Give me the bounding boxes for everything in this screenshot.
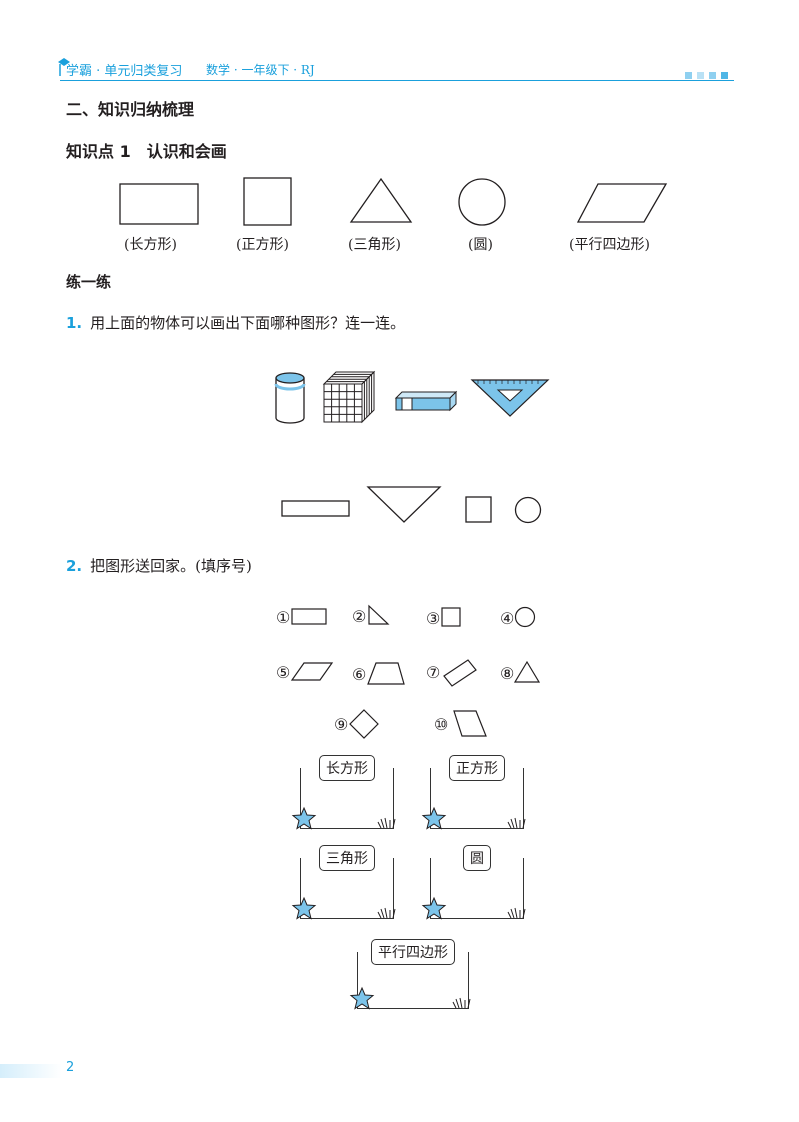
tilted-rectangle-icon bbox=[443, 659, 478, 687]
shape-option-10: ⑩ bbox=[434, 708, 490, 740]
right-triangle-icon bbox=[368, 604, 390, 625]
home-circle: 圆 bbox=[430, 845, 524, 919]
option-number: ⑤ bbox=[276, 662, 291, 682]
home-label: 三角形 bbox=[319, 845, 375, 871]
option-number: ② bbox=[352, 606, 367, 626]
square-icon bbox=[465, 496, 492, 523]
section-title: 二、知识归纳梳理 bbox=[66, 100, 195, 119]
diamond-icon bbox=[349, 709, 380, 739]
practice-title: 练一练 bbox=[66, 273, 112, 291]
square-icon bbox=[441, 607, 461, 627]
parallelogram-icon bbox=[453, 710, 488, 737]
header-decoration bbox=[709, 72, 716, 79]
shape-option-6: ⑥ bbox=[352, 660, 408, 688]
home-parallelogram: 平行四边形 bbox=[357, 939, 469, 1009]
home-label: 长方形 bbox=[319, 755, 375, 781]
trapezoid-icon bbox=[367, 662, 406, 685]
page-number: 2 bbox=[66, 1060, 75, 1075]
page-number-bar bbox=[0, 1064, 62, 1078]
knowledge-point-title: 知识点 1 认识和会画 bbox=[66, 142, 227, 161]
option-number: ⑦ bbox=[426, 662, 441, 682]
option-number: ① bbox=[276, 607, 291, 627]
rectangle-icon bbox=[281, 500, 350, 517]
circle-icon bbox=[515, 606, 536, 628]
option-number: ⑥ bbox=[352, 664, 367, 684]
shape-option-8: ⑧ bbox=[500, 660, 542, 686]
circle-icon bbox=[514, 496, 542, 524]
shape-option-7: ⑦ bbox=[426, 656, 480, 688]
parallelogram-icon bbox=[576, 183, 668, 223]
set-square-icon bbox=[470, 379, 550, 417]
home-label: 正方形 bbox=[449, 755, 505, 781]
home-label: 圆 bbox=[463, 845, 491, 871]
question-2: 2. 把图形送回家。(填序号) bbox=[66, 555, 252, 576]
rectangle-icon bbox=[291, 608, 327, 625]
header-decoration bbox=[685, 72, 692, 79]
question-1: 1. 用上面的物体可以画出下面哪种图形？连一连。 bbox=[66, 312, 405, 333]
option-number: ⑩ bbox=[434, 714, 449, 734]
shape-option-9: ⑨ bbox=[334, 708, 380, 740]
shape-option-2: ② bbox=[352, 604, 392, 628]
triangle-icon bbox=[514, 660, 541, 683]
header-decoration bbox=[721, 72, 728, 79]
option-number: ⑧ bbox=[500, 663, 515, 683]
home-rectangle: 长方形 bbox=[300, 755, 394, 829]
triangle-icon bbox=[349, 177, 413, 223]
shape-label: (平行四边形) bbox=[569, 237, 650, 253]
rectangle-icon bbox=[119, 183, 199, 225]
parallelogram-icon bbox=[291, 662, 334, 681]
option-number: ⑨ bbox=[334, 714, 349, 734]
shape-label: (圆) bbox=[468, 237, 493, 253]
question-text: 把图形送回家。(填序号) bbox=[90, 557, 252, 575]
question-number: 2. bbox=[66, 557, 83, 575]
cube-icon bbox=[322, 370, 376, 424]
mortarboard-icon bbox=[58, 58, 70, 76]
eraser-icon bbox=[394, 390, 458, 412]
home-label: 平行四边形 bbox=[371, 939, 455, 965]
home-triangle: 三角形 bbox=[300, 845, 394, 919]
question-text: 用上面的物体可以画出下面哪种图形？连一连。 bbox=[90, 314, 406, 332]
question-number: 1. bbox=[66, 314, 83, 332]
square-icon bbox=[243, 177, 292, 226]
shape-label: (长方形) bbox=[124, 237, 177, 253]
shape-option-1: ① bbox=[276, 606, 330, 628]
shape-option-4: ④ bbox=[500, 606, 538, 630]
shape-option-3: ③ bbox=[426, 606, 464, 630]
shape-option-5: ⑤ bbox=[276, 660, 336, 684]
shape-label: (三角形) bbox=[348, 237, 401, 253]
circle-icon bbox=[458, 178, 506, 226]
option-number: ④ bbox=[500, 608, 515, 628]
header-brand: 学霸 · 单元归类复习 bbox=[66, 64, 183, 79]
header-subject: 数学 · 一年级下 · RJ bbox=[206, 63, 315, 77]
option-number: ③ bbox=[426, 608, 441, 628]
shape-label: (正方形) bbox=[236, 237, 289, 253]
header-rule bbox=[60, 80, 734, 81]
home-square: 正方形 bbox=[430, 755, 524, 829]
triangle-icon bbox=[366, 486, 442, 523]
header-decoration bbox=[697, 72, 704, 79]
cylinder-icon bbox=[274, 372, 306, 424]
